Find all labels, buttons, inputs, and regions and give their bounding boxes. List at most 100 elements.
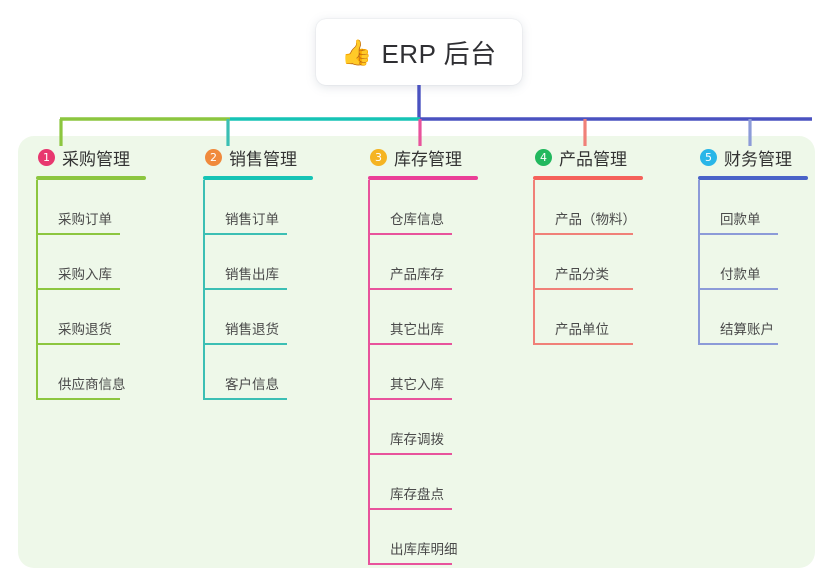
leaf-item[interactable]: 产品分类 — [533, 235, 643, 290]
leaf-item[interactable]: 库存调拨 — [368, 400, 478, 455]
leaf-item[interactable]: 结算账户 — [698, 290, 808, 345]
leaf-underline — [203, 343, 287, 345]
leaf-label: 产品单位 — [555, 322, 609, 337]
branch-header-3[interactable]: 3 库存管理 — [368, 145, 478, 169]
leaf-item[interactable]: 产品（物料） — [533, 180, 643, 235]
branch-number-badge: 4 — [535, 148, 552, 166]
branch-number-badge: 1 — [38, 148, 55, 166]
root-node-title: ERP 后台 — [381, 38, 497, 69]
leaf-item[interactable]: 回款单 — [698, 180, 808, 235]
leaf-label: 结算账户 — [720, 322, 774, 337]
leaf-underline — [533, 288, 633, 290]
branch-underline — [368, 176, 478, 180]
leaf-label: 其它入库 — [390, 377, 444, 392]
branch-4: 4 产品管理产品（物料） 产品分类产品单位 — [533, 145, 643, 345]
leaf-underline — [368, 343, 452, 345]
branch-leaf-list: 产品（物料） 产品分类产品单位 — [533, 180, 643, 345]
root-node-erp-backend[interactable]: 👍 ERP 后台 — [316, 19, 522, 85]
leaf-label: 产品（物料） — [555, 212, 636, 227]
branch-spine — [36, 180, 38, 400]
leaf-underline — [203, 233, 287, 235]
leaf-underline — [533, 233, 633, 235]
branch-title: 库存管理 — [394, 149, 462, 169]
branch-title: 采购管理 — [62, 149, 130, 169]
leaf-item[interactable]: 其它入库 — [368, 345, 478, 400]
leaf-underline — [368, 233, 452, 235]
branch-3: 3 库存管理仓库信息产品库存其它出库其它入库库存调拨库存盘点出库库明细 — [368, 145, 478, 565]
leaf-label: 产品库存 — [390, 267, 444, 282]
branch-5: 5 财务管理回款单付款单结算账户 — [698, 145, 808, 345]
leaf-underline — [698, 233, 778, 235]
leaf-label: 采购退货 — [58, 322, 112, 337]
branch-number-badge: 5 — [700, 148, 717, 166]
leaf-label: 采购入库 — [58, 267, 112, 282]
branch-title: 产品管理 — [559, 149, 627, 169]
branch-underline — [533, 176, 643, 180]
leaf-underline — [698, 343, 778, 345]
branch-underline — [698, 176, 808, 180]
leaf-underline — [698, 288, 778, 290]
leaf-label: 付款单 — [720, 267, 761, 282]
leaf-label: 销售退货 — [225, 322, 279, 337]
thumbs-up-icon: 👍 — [341, 37, 373, 67]
branch-spine — [368, 180, 370, 565]
branch-title: 销售管理 — [229, 149, 297, 169]
leaf-item[interactable]: 销售退货 — [203, 290, 313, 345]
leaf-label: 其它出库 — [390, 322, 444, 337]
leaf-underline — [203, 398, 287, 400]
branch-2: 2 销售管理销售订单销售出库销售退货客户信息 — [203, 145, 313, 400]
leaf-underline — [36, 398, 120, 400]
branch-leaf-list: 采购订单采购入库采购退货供应商信息 — [36, 180, 146, 400]
branch-title: 财务管理 — [724, 149, 792, 169]
branch-underline — [36, 176, 146, 180]
leaf-underline — [36, 343, 120, 345]
leaf-label: 客户信息 — [225, 377, 279, 392]
branch-header-5[interactable]: 5 财务管理 — [698, 145, 808, 169]
leaf-label: 产品分类 — [555, 267, 609, 282]
leaf-label: 回款单 — [720, 212, 761, 227]
leaf-item[interactable]: 库存盘点 — [368, 455, 478, 510]
leaf-label: 销售出库 — [225, 267, 279, 282]
leaf-item[interactable]: 产品库存 — [368, 235, 478, 290]
leaf-label: 出库库明细 — [390, 542, 458, 557]
leaf-item[interactable]: 付款单 — [698, 235, 808, 290]
branch-number-badge: 2 — [205, 148, 222, 166]
leaf-label: 采购订单 — [58, 212, 112, 227]
leaf-item[interactable]: 采购订单 — [36, 180, 146, 235]
leaf-label: 仓库信息 — [390, 212, 444, 227]
leaf-label: 供应商信息 — [58, 377, 126, 392]
branch-header-2[interactable]: 2 销售管理 — [203, 145, 313, 169]
leaf-underline — [368, 508, 452, 510]
leaf-item[interactable]: 采购入库 — [36, 235, 146, 290]
branch-header-1[interactable]: 1 采购管理 — [36, 145, 146, 169]
leaf-item[interactable]: 销售订单 — [203, 180, 313, 235]
leaf-underline — [36, 233, 120, 235]
branch-underline — [203, 176, 313, 180]
branch-leaf-list: 销售订单销售出库销售退货客户信息 — [203, 180, 313, 400]
branch-leaf-list: 回款单付款单结算账户 — [698, 180, 808, 345]
leaf-label: 库存调拨 — [390, 432, 444, 447]
diagram-background-panel — [18, 136, 815, 568]
leaf-item[interactable]: 产品单位 — [533, 290, 643, 345]
branch-leaf-list: 仓库信息产品库存其它出库其它入库库存调拨库存盘点出库库明细 — [368, 180, 478, 565]
leaf-item[interactable]: 其它出库 — [368, 290, 478, 345]
leaf-underline — [203, 288, 287, 290]
leaf-label: 销售订单 — [225, 212, 279, 227]
branch-1: 1 采购管理采购订单采购入库采购退货供应商信息 — [36, 145, 146, 400]
leaf-item[interactable]: 仓库信息 — [368, 180, 478, 235]
leaf-label: 库存盘点 — [390, 487, 444, 502]
branch-spine — [203, 180, 205, 400]
leaf-item[interactable]: 销售出库 — [203, 235, 313, 290]
leaf-item[interactable]: 采购退货 — [36, 290, 146, 345]
branch-number-badge: 3 — [370, 148, 387, 166]
leaf-underline — [36, 288, 120, 290]
leaf-item[interactable]: 供应商信息 — [36, 345, 146, 400]
leaf-item[interactable]: 客户信息 — [203, 345, 313, 400]
leaf-underline — [368, 398, 452, 400]
branch-spine — [698, 180, 700, 345]
leaf-item[interactable]: 出库库明细 — [368, 510, 478, 565]
leaf-underline — [368, 453, 452, 455]
branch-header-4[interactable]: 4 产品管理 — [533, 145, 643, 169]
branch-spine — [533, 180, 535, 345]
